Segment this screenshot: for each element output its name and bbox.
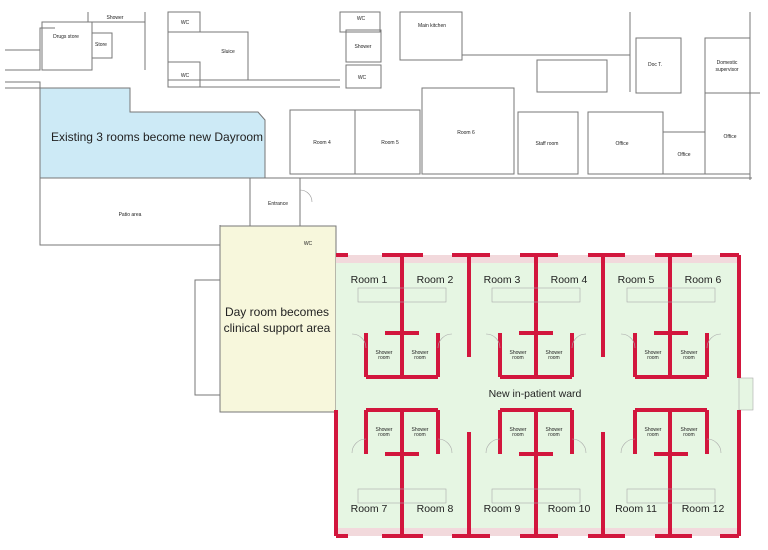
clinical-support-area [219,225,337,413]
shower-room-label: Shower [412,350,429,356]
label-wc: WC [181,73,190,79]
shower-room-label: Shower [376,427,393,433]
label-room-5: Room 5 [381,140,399,146]
label-room-6: Room 6 [457,130,475,136]
label-office: Office [678,152,691,158]
label-wc: WC [304,241,313,247]
door-swing [706,333,722,349]
label-room-4: Room 4 [313,140,331,146]
room-label: Room 4 [551,274,588,286]
shower-room-label: room [683,432,694,438]
shower-room-label: Shower [645,427,662,433]
door-swing [485,438,501,454]
bed-outline [357,488,447,504]
support-label-line1: Day room becomes [225,305,329,319]
shower-room-label: room [414,355,425,361]
shower-room-label: room [378,432,389,438]
door-swing [351,333,367,349]
existing-building-walls [5,11,760,396]
door-swing [437,333,453,349]
shower-room-label: Shower [376,350,393,356]
shower-room-label: Shower [510,427,527,433]
label-main-kitchen: Main kitchen [418,23,446,29]
label-entrance: Entrance [268,201,288,207]
shower-room-label: room [647,355,658,361]
door-swing [437,438,453,454]
shower-room-label: Shower [546,427,563,433]
room-label: Room 6 [685,274,722,286]
room-label: Room 7 [351,503,388,515]
shower-room-label: Shower [412,427,429,433]
room-label: Room 3 [484,274,521,286]
ward-walls [334,253,741,538]
label-supervisor: supervisor [715,67,738,73]
existing-room-labels: Shower Drugs store Store WC Sluice WC WC… [53,15,739,247]
bed-outline [491,287,581,303]
room-label: Room 2 [417,274,454,286]
label-wc: WC [358,75,367,81]
shower-room-label: Shower [510,350,527,356]
door-swing [351,438,367,454]
corridor-exit [738,377,754,411]
label-store: Store [95,42,107,48]
shower-room-label: room [512,432,523,438]
bed-outline [357,287,447,303]
label-shower: Shower [355,44,372,50]
door-swing [571,333,587,349]
label-wc: WC [357,16,366,22]
shower-room-label: room [548,432,559,438]
shower-room-label: room [647,432,658,438]
new-dayroom-area [39,87,266,179]
room-label: Room 8 [417,503,454,515]
shower-room-label: room [414,432,425,438]
label-wc: WC [181,20,190,26]
shower-room-label: Shower [645,350,662,356]
ward-title: New in-patient ward [489,388,582,400]
ward-labels: New in-patient ward ShowerroomShowerroom… [351,274,725,515]
bed-outline [626,287,716,303]
label-domestic: Domestic [717,60,738,66]
room-label: Room 1 [351,274,388,286]
shower-room-label: room [683,355,694,361]
label-drugs-store: Drugs store [53,34,79,40]
label-office: Office [616,141,629,147]
label-shower: Shower [107,15,124,21]
label-patio-area: Patio area [119,212,142,218]
support-label-line2: clinical support area [224,321,331,335]
shower-room-label: room [548,355,559,361]
door-swing [706,438,722,454]
label-sluice: Sluice [221,49,235,55]
dayroom-label: Existing 3 rooms become new Dayroom [51,130,263,144]
bed-outline [491,488,581,504]
shower-room-label: Shower [681,350,698,356]
shower-room-label: room [378,355,389,361]
label-staff-room: Staff room [536,141,559,147]
shower-room-label: Shower [546,350,563,356]
door-swing [571,438,587,454]
door-swing [620,438,636,454]
shower-room-label: Shower [681,427,698,433]
label-office: Office [724,134,737,140]
door-swing [620,333,636,349]
bed-outline [626,488,716,504]
door-swing [485,333,501,349]
room-label: Room 11 [615,503,657,515]
label-doc-t: Doc T. [648,62,662,68]
shower-room-label: room [512,355,523,361]
room-label: Room 9 [484,503,521,515]
room-label: Room 12 [682,503,725,515]
room-label: Room 5 [618,274,655,286]
room-label: Room 10 [548,503,591,515]
